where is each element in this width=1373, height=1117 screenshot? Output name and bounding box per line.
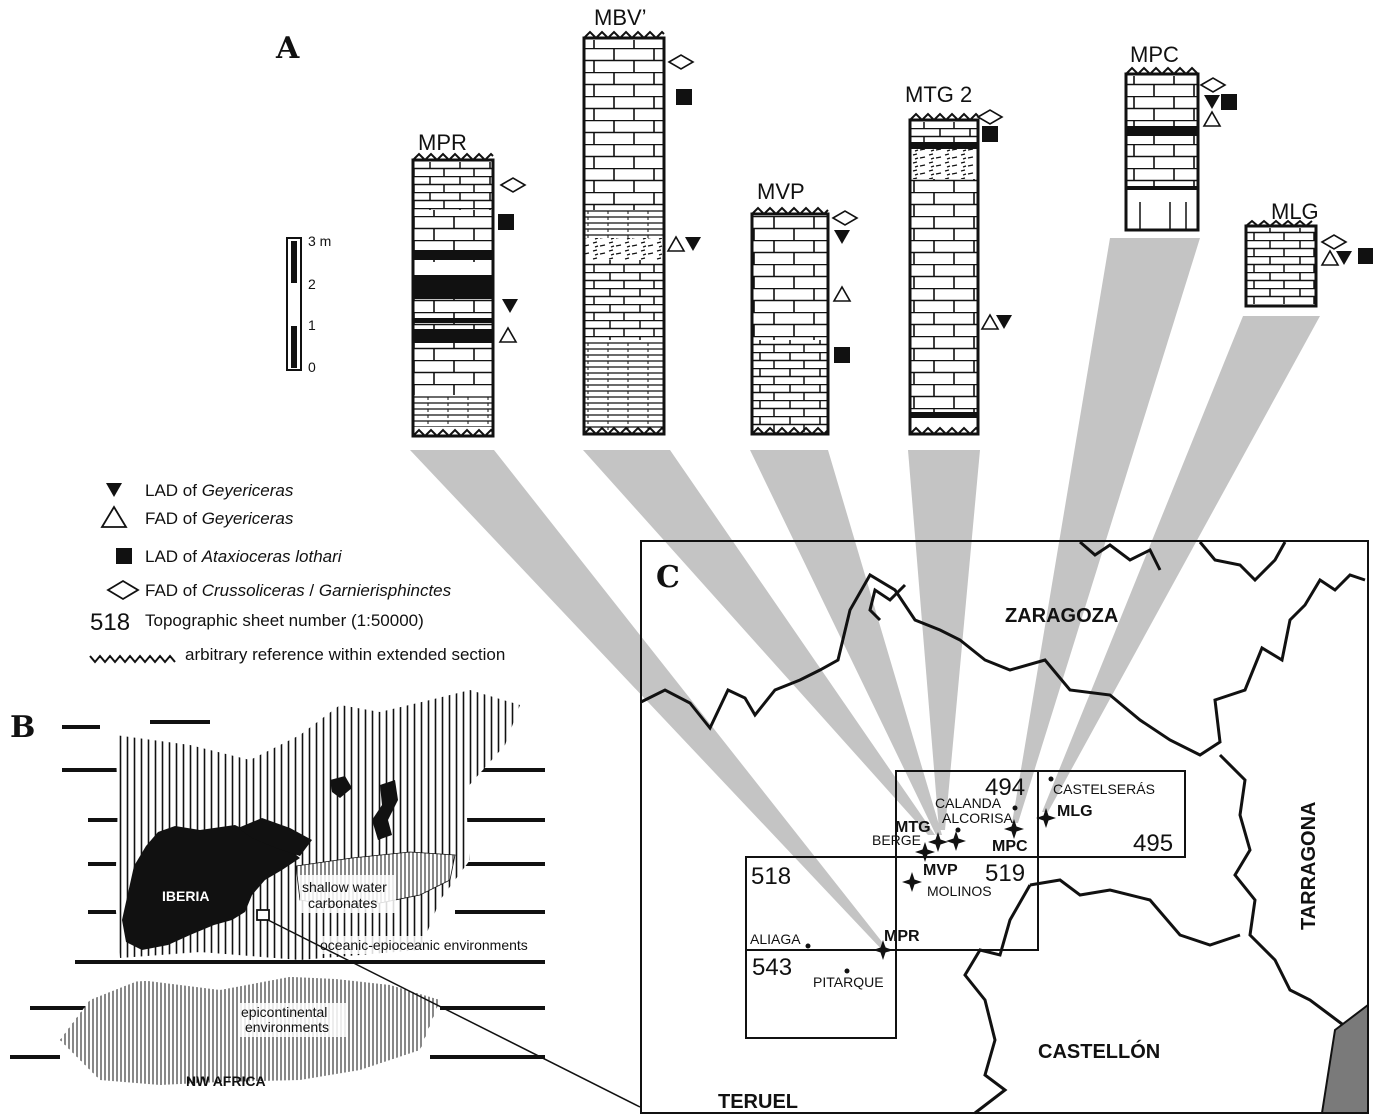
svg-text:FAD of Crussoliceras / Garnier: FAD of Crussoliceras / Garnierisphinctes bbox=[145, 581, 452, 600]
connector-mpr bbox=[410, 450, 890, 952]
sheet-543 bbox=[745, 949, 897, 1039]
province-teruel: TERUEL bbox=[718, 1091, 798, 1113]
legend-sheet-number: 518 bbox=[90, 609, 130, 636]
lad-square-icon bbox=[116, 548, 132, 564]
column-label-mpr: MPR bbox=[418, 130, 467, 155]
legend-taxon: Ataxioceras lothari bbox=[201, 547, 343, 566]
label-epicontinental: epicontinental bbox=[241, 1004, 327, 1020]
town-pitarque: PITARQUE bbox=[813, 974, 884, 990]
column-mlg: MLG bbox=[1244, 199, 1373, 308]
paleogeographic-map: IBERIA shallow water carbonates oceanic-… bbox=[10, 690, 641, 1108]
legend-item-lad-ataxioceras: LAD of Ataxioceras lothari bbox=[116, 547, 343, 566]
site-mtg: MTG bbox=[895, 819, 931, 836]
panel-label-b: B bbox=[10, 710, 35, 745]
legend-item-lad-geyericeras: LAD of Geyericeras bbox=[106, 481, 294, 500]
legend-taxon: Geyericeras bbox=[202, 509, 294, 528]
town-alcorisa: ALCORISA bbox=[942, 810, 1013, 826]
connector-mvp bbox=[750, 450, 942, 835]
legend-sheet-text: Topographic sheet number (1:50000) bbox=[145, 611, 424, 630]
fad-diamond-icon bbox=[106, 579, 140, 601]
connector-mbv bbox=[583, 450, 935, 835]
province-castellon: CASTELLÓN bbox=[1038, 1039, 1160, 1063]
iberia-landmass bbox=[122, 825, 300, 950]
column-mbv: MBV’ bbox=[582, 5, 701, 436]
site-mvp: MVP bbox=[923, 862, 958, 879]
sheet-label-519: 519 bbox=[985, 860, 1025, 887]
panel-label-a: A bbox=[275, 31, 300, 66]
legend-item-fad-crussoliceras: FAD of Crussoliceras / Garnierisphinctes bbox=[106, 579, 452, 601]
column-label-mvp: MVP bbox=[757, 179, 805, 204]
legend-taxon: Geyericeras bbox=[202, 481, 294, 500]
legend-arbitrary-text: arbitrary reference within extended sect… bbox=[185, 645, 505, 664]
legend-prefix: LAD of bbox=[145, 547, 202, 566]
sea-area bbox=[1320, 1002, 1369, 1114]
province-zaragoza: ZARAGOZA bbox=[1005, 605, 1118, 627]
sheet-495 bbox=[1037, 770, 1186, 858]
sheet-label-495: 495 bbox=[1133, 830, 1173, 857]
svg-text:LAD of Geyericeras: LAD of Geyericeras bbox=[145, 481, 294, 500]
scale-label-0: 0 bbox=[308, 359, 316, 375]
location-map: C 494 495 518 519 543 ZARAGOZA TARRAGONA… bbox=[640, 540, 1369, 1115]
panel-label-c: C bbox=[656, 560, 680, 595]
column-mtg2: MTG 2 bbox=[905, 82, 1012, 436]
label-oceanic: oceanic-epioceanic environments bbox=[320, 937, 528, 953]
legend-prefix: FAD of bbox=[145, 509, 202, 528]
label-environments: environments bbox=[245, 1019, 329, 1035]
legend-item-fad-geyericeras: FAD of Geyericeras bbox=[100, 505, 294, 528]
legend-taxon-2: Garnierisphinctes bbox=[319, 581, 452, 600]
scale-label-1: 1 bbox=[308, 317, 316, 333]
legend-taxon: Crussoliceras bbox=[202, 581, 305, 600]
label-iberia: IBERIA bbox=[162, 888, 209, 904]
site-mpc: MPC bbox=[992, 838, 1028, 855]
label-nw-africa: NW AFRICA bbox=[186, 1073, 266, 1089]
study-area-box bbox=[256, 909, 270, 921]
legend-prefix: FAD of bbox=[145, 581, 202, 600]
connector-mtg bbox=[908, 450, 980, 830]
column-label-mbv: MBV’ bbox=[594, 5, 647, 30]
province-tarragona: TARRAGONA bbox=[1298, 801, 1320, 930]
town-berge: BERGE bbox=[872, 832, 921, 848]
zigzag-icon bbox=[89, 654, 176, 664]
legend-sep: / bbox=[305, 581, 319, 600]
sheet-label-543: 543 bbox=[752, 954, 792, 981]
column-mpr: MPR bbox=[411, 130, 526, 438]
column-mvp: MVP bbox=[750, 179, 858, 436]
scale-bar: 3 m 2 1 0 bbox=[286, 233, 331, 375]
column-connectors bbox=[410, 238, 1320, 952]
connector-mlg bbox=[1042, 316, 1320, 812]
legend-prefix: LAD of bbox=[145, 481, 202, 500]
town-aliaga: ALIAGA bbox=[750, 931, 801, 947]
legend: LAD of Geyericeras FAD of Geyericeras LA… bbox=[89, 481, 505, 664]
label-carbonates: carbonates bbox=[308, 895, 377, 911]
town-castelseras: CASTELSERÁS bbox=[1053, 781, 1155, 797]
column-label-mpc: MPC bbox=[1130, 42, 1179, 67]
site-mlg: MLG bbox=[1057, 803, 1093, 820]
town-molinos: MOLINOS bbox=[927, 883, 992, 899]
sheet-label-494: 494 bbox=[985, 774, 1025, 801]
svg-text:FAD of Geyericeras: FAD of Geyericeras bbox=[145, 509, 294, 528]
scale-label-2: 2 bbox=[308, 276, 316, 292]
column-mpc: MPC bbox=[1124, 42, 1237, 232]
label-shallow-water: shallow water bbox=[302, 879, 387, 895]
fad-triangle-icon bbox=[100, 505, 128, 528]
svg-text:LAD of Ataxioceras lothari: LAD of Ataxioceras lothari bbox=[145, 547, 343, 566]
legend-item-arbitrary: arbitrary reference within extended sect… bbox=[89, 645, 505, 664]
site-mpr: MPR bbox=[884, 928, 920, 945]
town-calanda: CALANDA bbox=[935, 795, 1002, 811]
column-label-mlg: MLG bbox=[1271, 199, 1319, 224]
scale-label-3m: 3 m bbox=[308, 233, 331, 249]
legend-item-sheet: 518 Topographic sheet number (1:50000) bbox=[90, 609, 424, 636]
sheet-label-518: 518 bbox=[751, 863, 791, 890]
zoom-leader-line bbox=[267, 919, 641, 1108]
column-label-mtg2: MTG 2 bbox=[905, 82, 972, 107]
